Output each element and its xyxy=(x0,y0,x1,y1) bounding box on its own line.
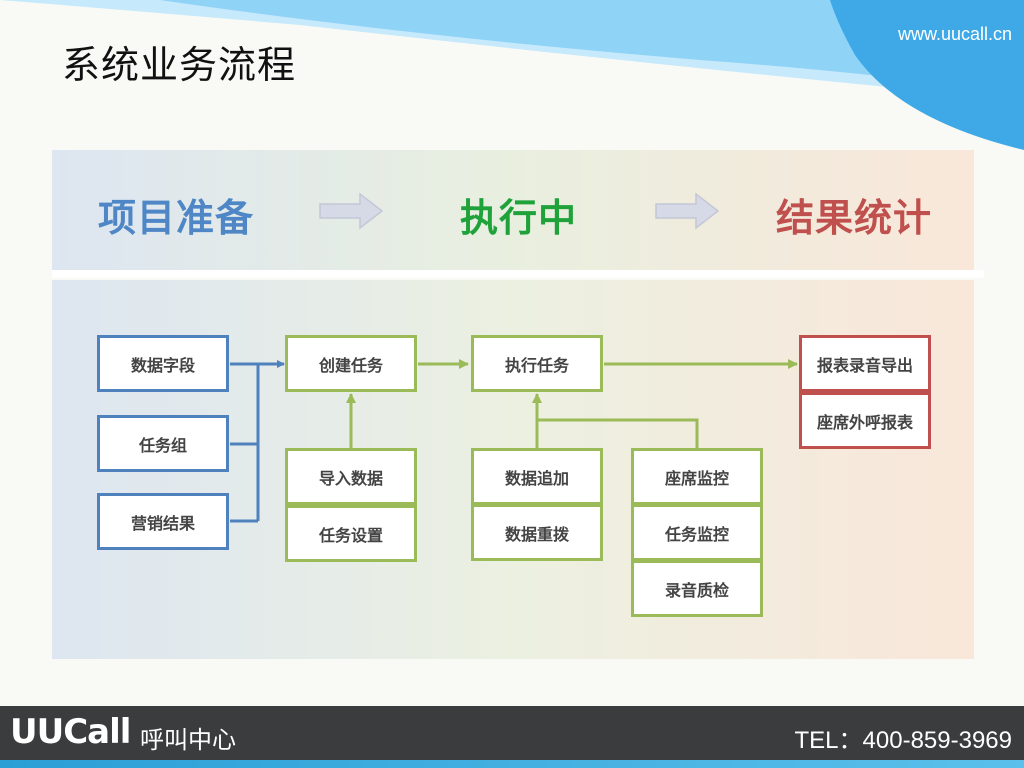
phase-result-label: 结果统计 xyxy=(776,196,933,240)
phase-band xyxy=(52,150,974,270)
brand-logo: UUCall xyxy=(10,712,131,752)
box-task-group: 任务组 xyxy=(97,415,229,472)
phase-prepare-label: 项目准备 xyxy=(98,196,255,240)
box-seat-call-report: 座席外呼报表 xyxy=(799,392,931,449)
brand-subtitle: 呼叫中心 xyxy=(140,726,236,754)
box-seat-monitor: 座席监控 xyxy=(631,448,763,505)
box-execute-task: 执行任务 xyxy=(471,335,603,392)
prepare-connectors xyxy=(230,360,285,523)
box-data-field: 数据字段 xyxy=(97,335,229,392)
header-wave-accent xyxy=(830,0,1024,150)
phase-exec-label: 执行中 xyxy=(460,196,578,240)
box-import-data: 导入数据 xyxy=(285,448,417,505)
connector-monitor-to-execute xyxy=(537,418,699,448)
band-divider xyxy=(52,270,984,278)
footer-bar xyxy=(0,706,1024,768)
box-report-export: 报表录音导出 xyxy=(799,335,931,392)
box-create-task: 创建任务 xyxy=(285,335,417,392)
footer-stripe xyxy=(0,760,1024,768)
box-recording-qc: 录音质检 xyxy=(631,560,763,617)
contact-phone: TEL：400-859-3969 xyxy=(794,727,1012,754)
header-wave-mid xyxy=(160,0,1024,95)
box-data-redial: 数据重拨 xyxy=(471,504,603,561)
phase-arrow-2-icon xyxy=(655,192,720,230)
box-task-settings: 任务设置 xyxy=(285,505,417,562)
box-task-monitor: 任务监控 xyxy=(631,504,763,561)
execute-connectors xyxy=(346,359,798,448)
site-url[interactable]: www.uucall.cn xyxy=(897,24,1012,44)
box-data-append: 数据追加 xyxy=(471,448,603,505)
page-title: 系统业务流程 xyxy=(62,43,297,87)
box-marketing-result: 营销结果 xyxy=(97,493,229,550)
phase-arrow-1-icon xyxy=(319,192,384,230)
